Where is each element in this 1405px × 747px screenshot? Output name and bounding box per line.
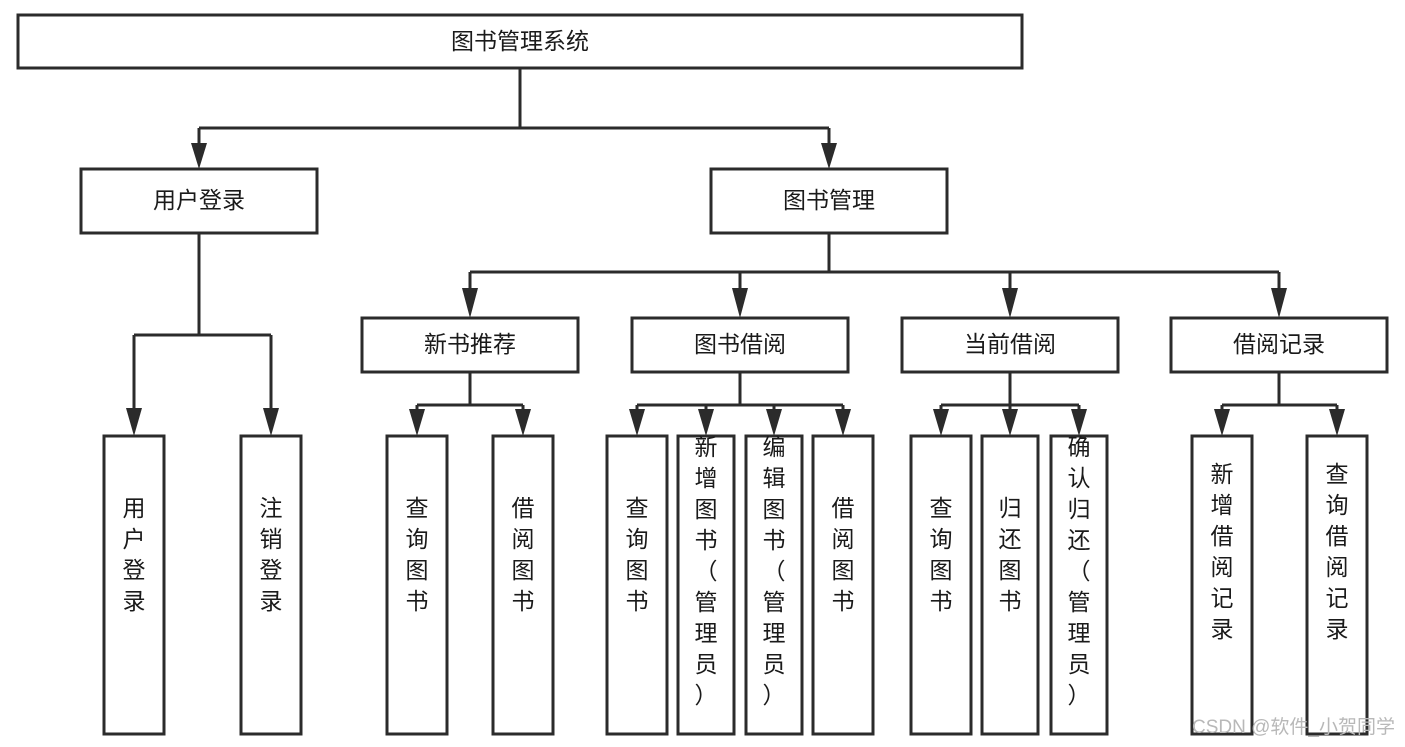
leaf-new-book-2-box[interactable] xyxy=(491,434,555,736)
leaf-user-login-1[interactable]: 用户登录 xyxy=(102,434,166,736)
arrow-records-leaf-1 xyxy=(1214,409,1230,436)
node-book-borrow-box[interactable] xyxy=(630,316,850,374)
arrow-borrow-leaf-3 xyxy=(766,409,782,436)
leaf-borrow-1-box[interactable] xyxy=(605,434,669,736)
node-user-login-label: 用户登录 xyxy=(153,187,245,213)
node-current-borrow[interactable]: 当前借阅 xyxy=(900,316,1120,374)
arrow-to-book-mgmt xyxy=(821,143,837,169)
connector-layer xyxy=(126,68,1345,436)
node-book-management-label: 图书管理 xyxy=(783,187,875,213)
arrow-borrow-leaf-1 xyxy=(629,409,645,436)
leaf-current-1-box[interactable] xyxy=(909,434,973,736)
leaf-records-1-box[interactable] xyxy=(1190,434,1254,736)
leaf-borrow-1[interactable]: 查询图书 xyxy=(605,434,669,736)
node-borrow-records-box[interactable] xyxy=(1169,316,1389,374)
leaf-current-3[interactable]: 确认归还（管理员） xyxy=(1049,434,1109,736)
leaf-borrow-4[interactable]: 借阅图书 xyxy=(811,434,875,736)
leaf-borrow-2-label: 新增图书（管理员） xyxy=(695,434,718,708)
node-root[interactable]: 图书管理系统 xyxy=(16,13,1024,70)
arrow-borrow-leaf-2 xyxy=(698,409,714,436)
leaf-borrow-2[interactable]: 新增图书（管理员） xyxy=(676,434,736,736)
node-borrow-records-label: 借阅记录 xyxy=(1233,331,1325,357)
leaf-new-book-1-box[interactable] xyxy=(385,434,449,736)
arrow-user-leaf-1 xyxy=(126,408,142,436)
node-book-management-box[interactable] xyxy=(709,167,949,235)
leaf-records-2-label: 查询借阅记录 xyxy=(1326,461,1349,642)
leaf-new-book-1-label: 查询图书 xyxy=(406,495,429,614)
node-book-management[interactable]: 图书管理 xyxy=(709,167,949,235)
arrow-current-leaf-3 xyxy=(1071,409,1087,436)
node-user-login[interactable]: 用户登录 xyxy=(79,167,319,235)
arrow-current-leaf-1 xyxy=(933,409,949,436)
arrow-current-leaf-2 xyxy=(1002,409,1018,436)
csdn-watermark: CSDN @软件_小贺同学 xyxy=(1192,716,1395,738)
arrow-records-leaf-2 xyxy=(1329,409,1345,436)
leaf-user-login-2-box[interactable] xyxy=(239,434,303,736)
arrow-borrow-leaf-4 xyxy=(835,409,851,436)
node-new-book-recommend-label: 新书推荐 xyxy=(424,331,516,357)
node-current-borrow-label: 当前借阅 xyxy=(964,331,1056,357)
leaf-new-book-1[interactable]: 查询图书 xyxy=(385,434,449,736)
leaf-current-2-label: 归还图书 xyxy=(999,495,1022,614)
leaf-records-2-box[interactable] xyxy=(1305,434,1369,736)
arrow-newbook-leaf-1 xyxy=(409,409,425,436)
node-new-book-recommend[interactable]: 新书推荐 xyxy=(360,316,580,374)
leaf-borrow-4-label: 借阅图书 xyxy=(832,495,855,614)
leaf-user-login-1-label: 用户登录 xyxy=(123,495,146,614)
leaf-borrow-3-box[interactable] xyxy=(744,434,804,736)
leaf-user-login-1-box[interactable] xyxy=(102,434,166,736)
arrow-to-new-book xyxy=(462,288,478,318)
leaf-borrow-3[interactable]: 编辑图书（管理员） xyxy=(744,434,804,736)
leaf-records-1-label: 新增借阅记录 xyxy=(1211,461,1234,642)
leaf-current-3-box[interactable] xyxy=(1049,434,1109,736)
leaf-records-1[interactable]: 新增借阅记录 xyxy=(1190,434,1254,736)
arrow-user-leaf-2 xyxy=(263,408,279,436)
node-borrow-records[interactable]: 借阅记录 xyxy=(1169,316,1389,374)
leaf-borrow-1-label: 查询图书 xyxy=(626,495,649,614)
leaf-current-1-label: 查询图书 xyxy=(930,495,953,614)
leaf-new-book-2-label: 借阅图书 xyxy=(512,495,535,614)
arrow-to-records xyxy=(1271,288,1287,318)
node-root-label: 图书管理系统 xyxy=(451,28,589,54)
arrow-newbook-leaf-2 xyxy=(515,409,531,436)
arrow-to-borrow xyxy=(732,288,748,318)
leaf-user-login-2-label: 注销登录 xyxy=(260,495,283,614)
arrow-to-user-login xyxy=(191,143,207,169)
leaf-borrow-4-box[interactable] xyxy=(811,434,875,736)
leaf-records-2[interactable]: 查询借阅记录 xyxy=(1305,434,1369,736)
node-book-borrow-label: 图书借阅 xyxy=(694,331,786,357)
leaf-borrow-2-box[interactable] xyxy=(676,434,736,736)
leaf-current-2[interactable]: 归还图书 xyxy=(980,434,1040,736)
arrow-to-current xyxy=(1002,288,1018,318)
leaf-current-3-label: 确认归还（管理员） xyxy=(1068,434,1091,708)
leaf-current-1[interactable]: 查询图书 xyxy=(909,434,973,736)
node-current-borrow-box[interactable] xyxy=(900,316,1120,374)
node-root-box[interactable] xyxy=(16,13,1024,70)
node-user-login-box[interactable] xyxy=(79,167,319,235)
leaf-current-2-box[interactable] xyxy=(980,434,1040,736)
node-new-book-recommend-box[interactable] xyxy=(360,316,580,374)
leaf-new-book-2[interactable]: 借阅图书 xyxy=(491,434,555,736)
leaf-borrow-3-label: 编辑图书（管理员） xyxy=(763,434,786,708)
leaf-user-login-2[interactable]: 注销登录 xyxy=(239,434,303,736)
node-book-borrow[interactable]: 图书借阅 xyxy=(630,316,850,374)
